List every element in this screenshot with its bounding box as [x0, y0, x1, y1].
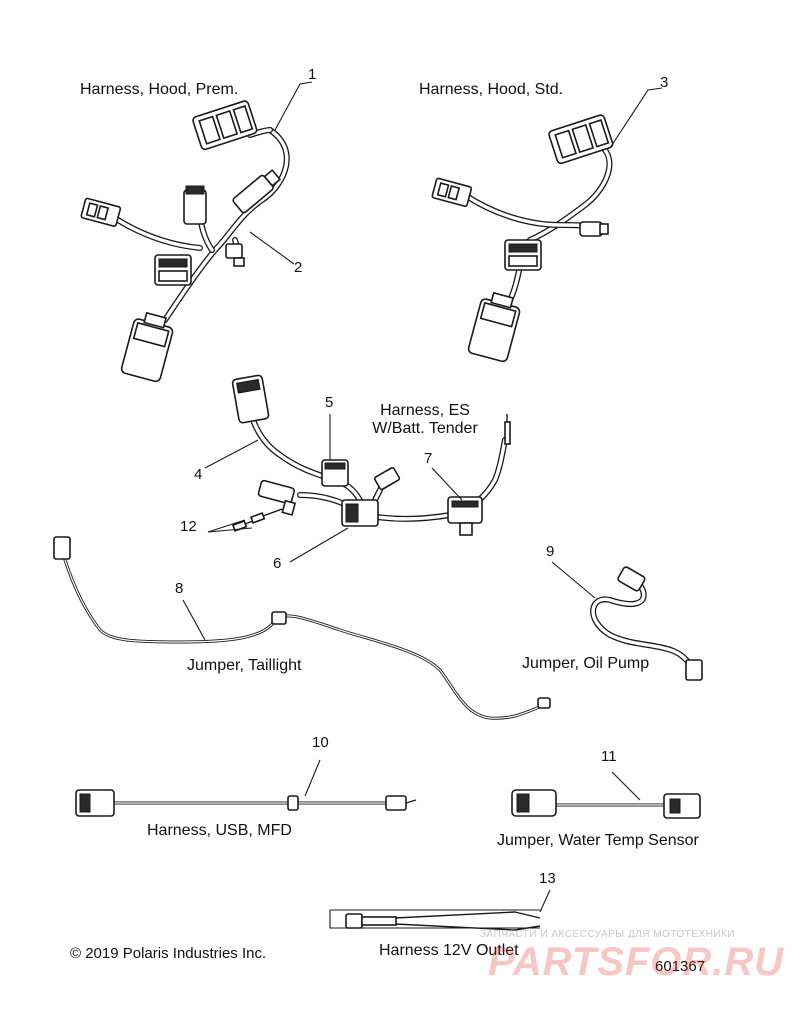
callout-10: 10	[312, 734, 329, 751]
label-harness-usb-mfd: Harness, USB, MFD	[147, 822, 292, 839]
callout-4: 4	[194, 466, 203, 483]
leader-lines	[182, 81, 663, 929]
watermark-logo: PARTSFOR.RU	[488, 940, 785, 984]
drawing-number: 601367	[655, 958, 706, 975]
part-jumper-oil-pump	[590, 566, 703, 681]
label-harness-es-line2: W/Batt. Tender	[372, 420, 478, 438]
label-harness-hood-std: Harness, Hood, Std.	[419, 81, 564, 98]
callout-2: 2	[294, 259, 303, 276]
callout-3: 3	[660, 74, 669, 91]
part-harness-hood-std	[431, 114, 614, 363]
callout-7: 7	[424, 450, 433, 467]
label-harness-es-line1: Harness, ES	[380, 402, 470, 419]
callout-12: 12	[180, 518, 197, 535]
part-jumper-water-temp	[511, 789, 701, 819]
part-harness-es	[231, 374, 511, 536]
copyright-text: © 2019 Polaris Industries Inc.	[70, 945, 267, 962]
callout-1: 1	[308, 66, 317, 83]
part-harness-usb-mfd	[75, 789, 417, 817]
part-harness-12v-outlet	[345, 911, 541, 931]
part-jumper-taillight	[53, 536, 551, 720]
callout-11: 11	[601, 748, 617, 765]
callout-8: 8	[175, 580, 184, 597]
label-jumper-taillight: Jumper, Taillight	[187, 657, 302, 674]
label-harness-12v-outlet: Harness 12V Outlet	[379, 942, 519, 959]
label-harness-es: Harness, ES W/Batt. Tender	[350, 402, 500, 439]
watermark-tagline: ЗАПЧАСТИ И АКСЕССУАРЫ ДЛЯ МОТОТЕХНИКИ	[480, 929, 736, 940]
label-jumper-water-temp: Jumper, Water Temp Sensor	[497, 832, 699, 849]
callout-9: 9	[546, 543, 555, 560]
part-harness-hood-prem	[80, 100, 290, 383]
callout-6: 6	[273, 555, 282, 572]
callout-13: 13	[539, 870, 556, 887]
label-jumper-oil-pump: Jumper, Oil Pump	[522, 655, 650, 672]
label-harness-hood-prem: Harness, Hood, Prem.	[80, 81, 239, 98]
callout-5: 5	[325, 394, 334, 411]
